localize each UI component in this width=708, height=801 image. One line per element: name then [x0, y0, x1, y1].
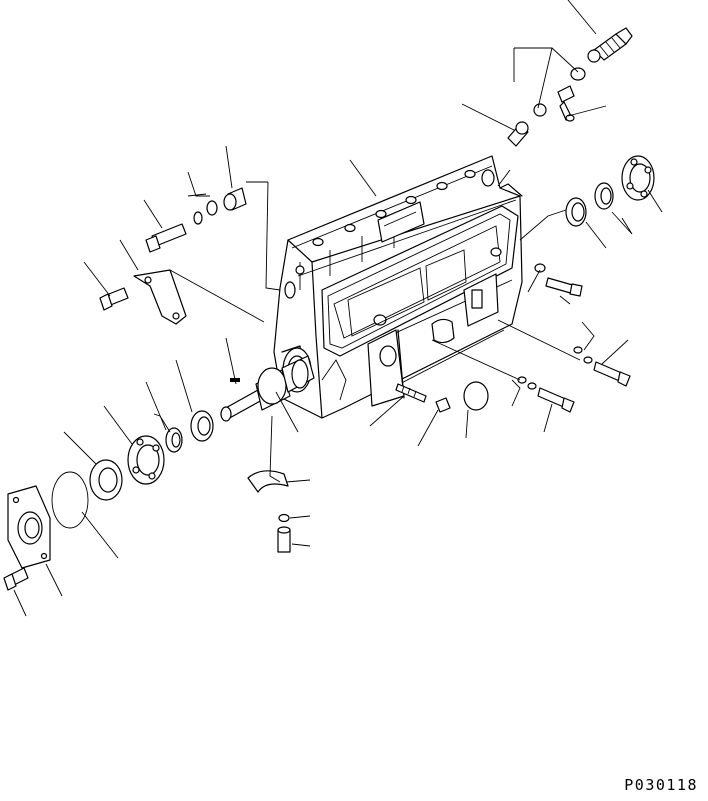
- plate-bolt: [3, 567, 29, 591]
- plug-disc: [463, 381, 489, 411]
- clamp-bolt: [277, 526, 291, 553]
- mount-bolt-upper: [534, 263, 583, 297]
- flange-bolt: [99, 287, 129, 311]
- cam-bearing-left: [127, 435, 165, 485]
- shim-washer: [165, 427, 183, 453]
- cam-bearing-right: [621, 155, 655, 201]
- camshaft: [220, 355, 315, 422]
- bracket-bolt: [145, 223, 187, 253]
- drawing-code: P030118: [624, 776, 698, 794]
- clamp: [247, 470, 289, 493]
- stud-nut: [435, 397, 451, 413]
- connector-nipple: [573, 346, 631, 387]
- outer-race-left: [89, 459, 123, 501]
- leader-lines: [13, 0, 663, 617]
- hollow-screw: [223, 187, 247, 211]
- banjo-bolt: [557, 85, 575, 122]
- mount-bolt-lower: [537, 387, 575, 413]
- seal-ring: [594, 182, 614, 210]
- feed-fitting-washer-a: [570, 67, 586, 81]
- cover-gasket: [347, 249, 467, 337]
- clamp-washer: [278, 513, 290, 523]
- o-ring: [51, 471, 89, 529]
- hollow-screw-washer-a: [206, 200, 218, 216]
- hollow-screw-washer-b: [193, 211, 203, 225]
- plate-washer: [517, 376, 537, 390]
- stud-bolt: [395, 383, 427, 403]
- eye-connector: [507, 121, 529, 147]
- top-label-plate: [377, 201, 425, 243]
- bearing-cover-flange: [7, 485, 51, 569]
- spacer-washer: [190, 410, 214, 442]
- end-plate: [463, 273, 499, 327]
- outer-race-right: [565, 197, 587, 227]
- support-bracket: [133, 269, 265, 325]
- feed-fitting-washer-b: [533, 103, 547, 117]
- feed-fitting: [587, 27, 633, 63]
- housing-cover-plate: [321, 205, 519, 357]
- end-cap: [431, 318, 455, 344]
